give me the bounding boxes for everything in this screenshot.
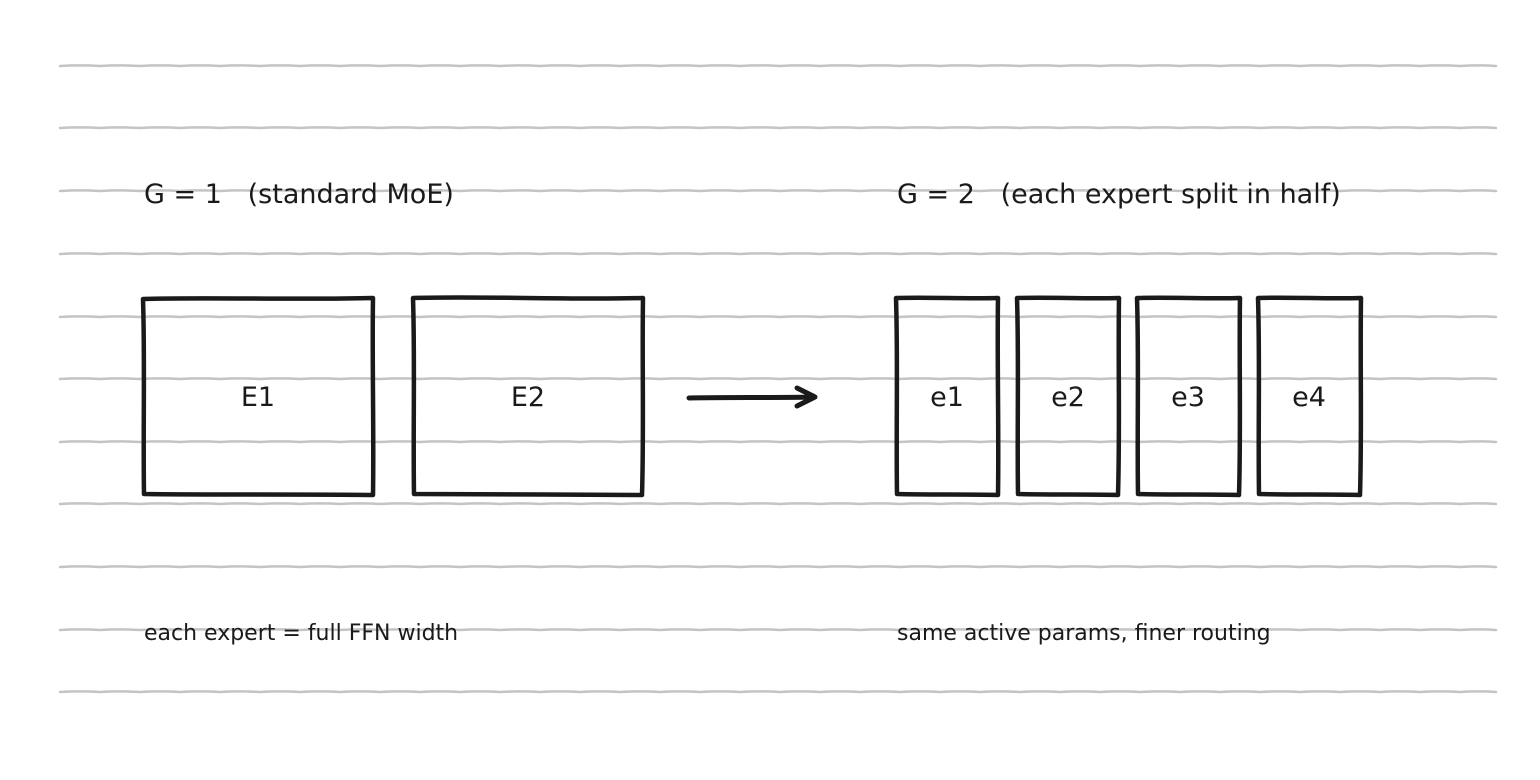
right-expert-e3-box — [1134, 295, 1243, 498]
left-expert-e1-box — [140, 295, 376, 498]
rule-line — [58, 64, 1498, 68]
right-expert-e4-label: e4 — [1292, 382, 1326, 413]
right-expert-e1-box — [893, 295, 1001, 498]
left-expert-e1: E1 — [140, 295, 376, 498]
right-expert-e2-label: e2 — [1051, 382, 1085, 413]
rule-line — [58, 628, 1498, 632]
right-expert-e4-box — [1255, 295, 1364, 498]
rule-line — [58, 189, 1498, 193]
rule-line — [58, 315, 1498, 319]
left-caption: each expert = full FFN width — [144, 621, 458, 646]
left-title: G = 1 (standard MoE) — [144, 179, 454, 210]
rule-line — [58, 126, 1498, 130]
right-expert-e3-label: e3 — [1171, 382, 1205, 413]
right-caption: same active params, finer routing — [897, 621, 1271, 646]
rule-line — [58, 690, 1498, 694]
right-expert-e2: e2 — [1014, 295, 1122, 498]
rule-line — [58, 565, 1498, 569]
right-expert-e2-box — [1014, 295, 1122, 498]
rule-line — [58, 377, 1498, 381]
right-expert-e3: e3 — [1134, 295, 1243, 498]
transform-arrow-icon — [686, 385, 818, 409]
notebook-rule-lines — [58, 64, 1498, 694]
rule-line — [58, 502, 1498, 506]
right-expert-e4: e4 — [1255, 295, 1364, 498]
left-expert-e2-label: E2 — [511, 382, 545, 413]
right-expert-e1: e1 — [893, 295, 1001, 498]
left-expert-e2: E2 — [410, 295, 646, 498]
rule-line — [58, 440, 1498, 444]
right-title: G = 2 (each expert split in half) — [897, 179, 1341, 210]
rule-line — [58, 252, 1498, 256]
left-expert-e1-label: E1 — [241, 382, 275, 413]
left-expert-e2-box — [410, 295, 646, 498]
right-expert-e1-label: e1 — [930, 382, 964, 413]
